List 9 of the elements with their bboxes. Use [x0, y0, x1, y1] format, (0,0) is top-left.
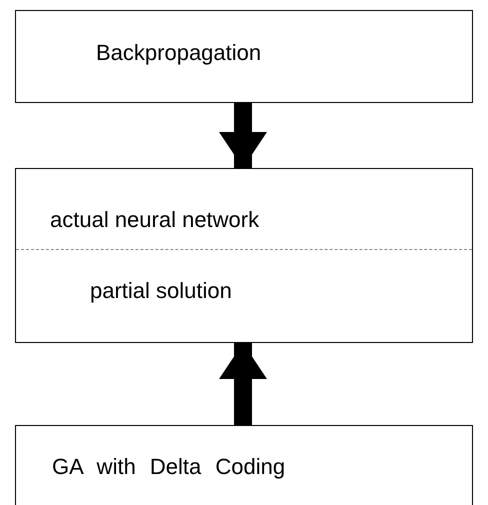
- process-box: [15, 168, 473, 343]
- node-label: actual neural network: [50, 207, 260, 233]
- arrow: [219, 343, 267, 425]
- node-label: partial solution: [90, 278, 232, 304]
- node-label: Backpropagation: [96, 40, 262, 66]
- node-label: GA with Delta Coding: [52, 454, 286, 480]
- process-box: [15, 425, 473, 505]
- process-box: [15, 10, 473, 103]
- arrow: [219, 103, 267, 168]
